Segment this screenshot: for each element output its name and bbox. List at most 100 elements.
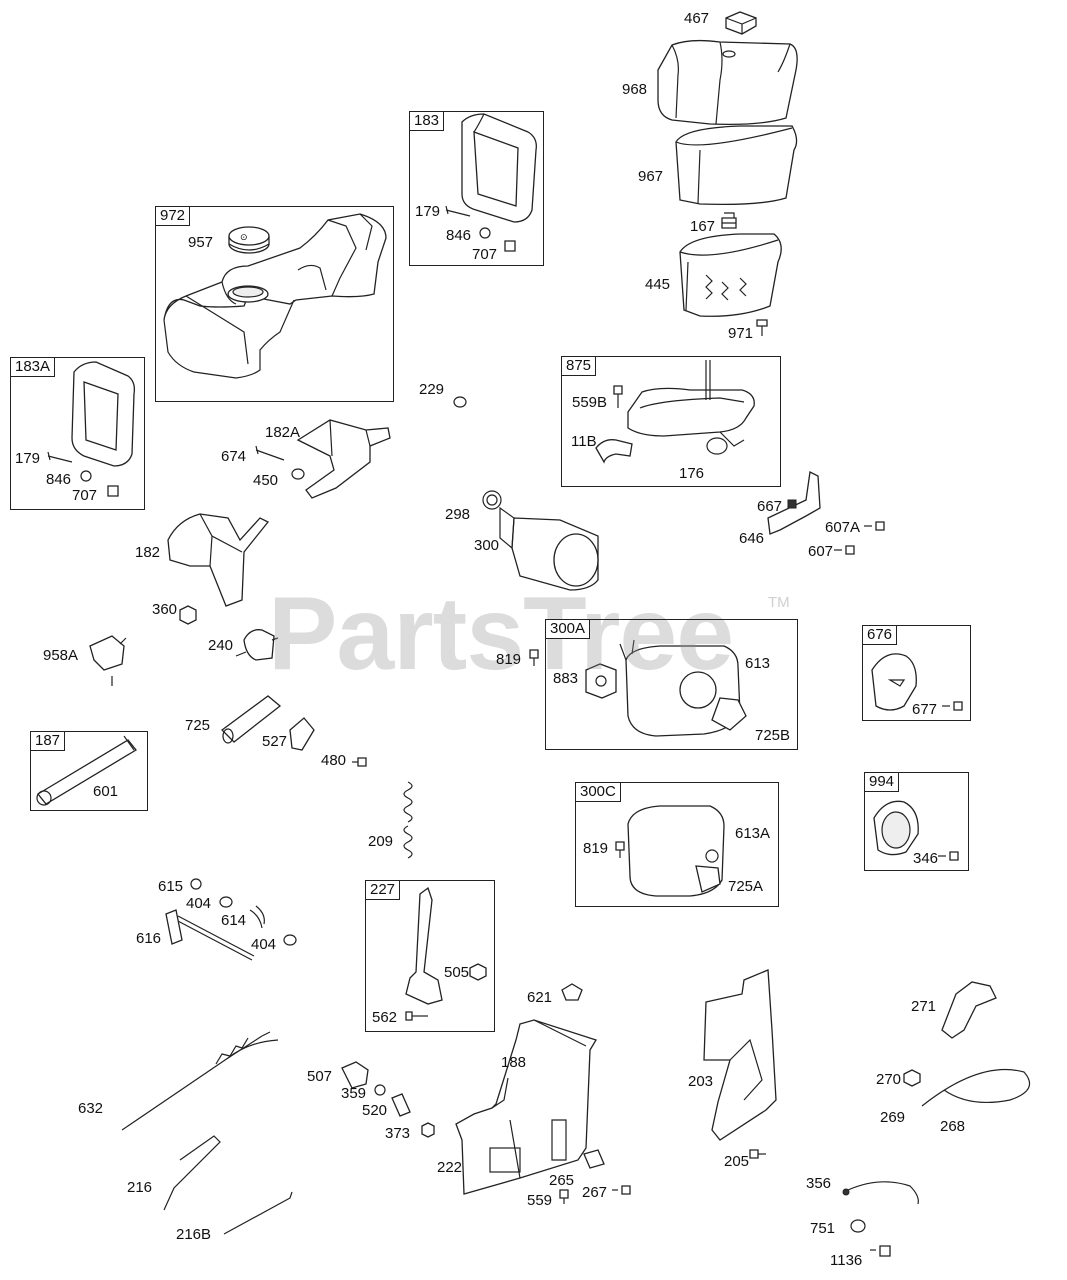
callout-445[interactable]: 445 <box>645 276 671 293</box>
part-450-washer[interactable] <box>291 468 305 480</box>
callout-300[interactable]: 300 <box>474 537 500 554</box>
part-972-fuel-tank[interactable] <box>163 213 387 379</box>
part-300C-muffler[interactable] <box>627 805 725 897</box>
callout-11B[interactable]: 11B <box>571 433 597 450</box>
part-1136-screw[interactable] <box>870 1245 891 1257</box>
part-356-wire[interactable] <box>842 1181 919 1205</box>
part-360-nut[interactable] <box>179 605 197 625</box>
callout-520[interactable]: 520 <box>362 1102 388 1119</box>
callout-615[interactable]: 615 <box>158 878 184 895</box>
part-229-washer[interactable] <box>453 396 467 408</box>
part-751-washer[interactable] <box>850 1219 866 1233</box>
part-614-pin[interactable] <box>249 905 265 929</box>
part-875-base[interactable] <box>627 360 755 455</box>
part-677-screw[interactable] <box>942 701 963 711</box>
callout-562[interactable]: 562 <box>372 1009 398 1026</box>
part-267-screw[interactable] <box>612 1185 631 1195</box>
part-480-screw[interactable] <box>352 757 367 767</box>
part-958A-fuel-valve[interactable] <box>89 635 127 686</box>
part-203-bracket[interactable] <box>703 969 777 1141</box>
callout-298[interactable]: 298 <box>445 506 471 523</box>
callout-373[interactable]: 373 <box>385 1125 411 1142</box>
part-615-clip[interactable] <box>190 878 202 890</box>
part-527-clip[interactable] <box>289 717 315 751</box>
callout-819-300C[interactable]: 819 <box>583 840 609 857</box>
callout-971[interactable]: 971 <box>728 325 754 342</box>
part-607-screw[interactable] <box>834 545 855 555</box>
callout-613[interactable]: 613 <box>745 655 771 672</box>
part-667-nut[interactable] <box>787 499 797 509</box>
callout-404-a[interactable]: 404 <box>186 895 212 912</box>
callout-269[interactable]: 269 <box>880 1109 906 1126</box>
callout-751[interactable]: 751 <box>810 1220 836 1237</box>
part-819-screw[interactable] <box>529 649 539 666</box>
part-994-screen[interactable] <box>873 800 919 856</box>
part-187-fuel-line[interactable] <box>36 735 137 806</box>
callout-846-183A[interactable]: 846 <box>46 471 72 488</box>
callout-188[interactable]: 188 <box>501 1054 527 1071</box>
callout-621[interactable]: 621 <box>527 989 553 1006</box>
box-875[interactable]: 875 <box>561 356 781 487</box>
callout-846-183[interactable]: 846 <box>446 227 472 244</box>
box-183[interactable]: 183 <box>409 111 544 266</box>
callout-346[interactable]: 346 <box>913 850 939 867</box>
box-676[interactable]: 676 <box>862 625 971 721</box>
callout-707-183A[interactable]: 707 <box>72 487 98 504</box>
part-957-fuel-cap[interactable]: ⊙ <box>228 226 270 254</box>
callout-667[interactable]: 667 <box>757 498 783 515</box>
callout-674[interactable]: 674 <box>221 448 247 465</box>
part-646-bracket[interactable] <box>767 471 821 535</box>
part-205-screw[interactable] <box>749 1149 766 1159</box>
part-445-filter[interactable] <box>679 233 782 317</box>
callout-182[interactable]: 182 <box>135 544 161 561</box>
callout-614[interactable]: 614 <box>221 912 247 929</box>
part-182A-bracket[interactable] <box>296 419 391 499</box>
part-505-nut[interactable] <box>469 963 487 981</box>
callout-527[interactable]: 527 <box>262 733 288 750</box>
callout-450[interactable]: 450 <box>253 472 279 489</box>
part-265-clip[interactable] <box>583 1149 605 1169</box>
part-359-nut[interactable] <box>374 1084 386 1096</box>
part-183-bracket[interactable] <box>445 113 537 252</box>
part-559-screw[interactable] <box>559 1189 569 1204</box>
part-632-link[interactable] <box>121 1031 279 1131</box>
callout-607A[interactable]: 607A <box>825 519 861 536</box>
box-227[interactable]: 227 <box>365 880 495 1032</box>
callout-222[interactable]: 222 <box>437 1159 463 1176</box>
callout-725B[interactable]: 725B <box>755 727 791 744</box>
callout-505[interactable]: 505 <box>444 964 470 981</box>
part-300-muffler[interactable] <box>499 506 599 591</box>
callout-607[interactable]: 607 <box>808 543 834 560</box>
callout-967[interactable]: 967 <box>638 168 664 185</box>
callout-216[interactable]: 216 <box>127 1179 153 1196</box>
callout-601[interactable]: 601 <box>93 783 119 800</box>
part-559B-screw[interactable] <box>613 385 623 408</box>
part-167-grommet[interactable] <box>721 212 737 229</box>
callout-176[interactable]: 176 <box>679 465 705 482</box>
part-373-nut[interactable] <box>421 1122 435 1138</box>
part-216B-link[interactable] <box>223 1191 293 1235</box>
callout-167[interactable]: 167 <box>690 218 716 235</box>
box-972[interactable]: 972 <box>155 206 394 402</box>
part-725-hose[interactable] <box>221 695 282 744</box>
part-968-cover[interactable] <box>657 39 798 126</box>
callout-209[interactable]: 209 <box>368 833 394 850</box>
part-216-link[interactable] <box>163 1135 221 1211</box>
callout-216B[interactable]: 216B <box>176 1226 212 1243</box>
part-676-guard[interactable] <box>871 653 917 711</box>
part-621-clip[interactable] <box>561 983 583 1001</box>
part-967-precleaner[interactable] <box>675 125 798 206</box>
callout-819-300A[interactable]: 819 <box>496 651 522 668</box>
callout-267[interactable]: 267 <box>582 1184 608 1201</box>
callout-356[interactable]: 356 <box>806 1175 832 1192</box>
box-300A[interactable]: 300A <box>545 619 798 750</box>
callout-467[interactable]: 467 <box>684 10 710 27</box>
callout-359[interactable]: 359 <box>341 1085 367 1102</box>
callout-559B[interactable]: 559B <box>572 394 608 411</box>
part-227-lever[interactable] <box>405 886 443 1005</box>
part-11B-elbow[interactable] <box>595 439 633 464</box>
part-271-lever[interactable] <box>941 981 997 1039</box>
callout-725[interactable]: 725 <box>185 717 211 734</box>
callout-613A[interactable]: 613A <box>735 825 771 842</box>
part-674-screw[interactable] <box>255 445 285 461</box>
